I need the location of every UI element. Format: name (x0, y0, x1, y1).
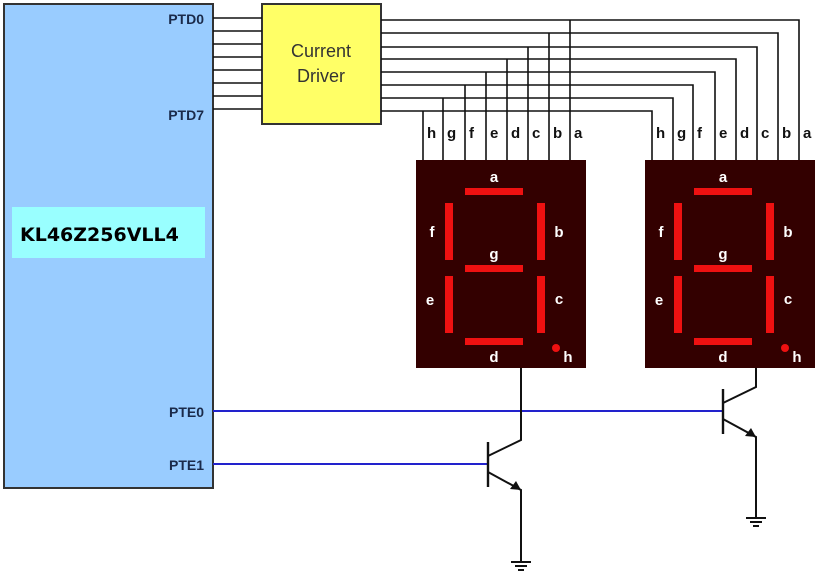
segment-h-dot (781, 344, 789, 352)
pin-pte1: PTE1 (169, 457, 204, 473)
pin-label-f: f (469, 125, 475, 142)
pin-label-d: d (511, 125, 520, 142)
segment-label-e: e (426, 292, 434, 309)
pin-label-b: b (553, 125, 562, 142)
pin-label-h: h (427, 125, 436, 142)
segment-label-g: g (489, 246, 498, 263)
segment-label-d: d (489, 349, 498, 366)
pin-label-c: c (761, 125, 769, 142)
segment-label-g: g (718, 246, 727, 263)
segment-c (766, 276, 774, 333)
pin-label-a: a (803, 125, 812, 142)
pin-ptd0: PTD0 (168, 11, 204, 27)
pin-pte0: PTE0 (169, 404, 204, 420)
current-driver-block (261, 3, 382, 125)
segment-d (465, 338, 523, 345)
transistors (486, 368, 766, 571)
segment-label-c: c (784, 291, 792, 308)
transistor-right (721, 368, 766, 527)
pin-label-e: e (490, 125, 498, 142)
driver-label-line2: Driver (297, 66, 345, 86)
pin-label-g: g (447, 125, 456, 142)
pin-label-g: g (677, 125, 686, 142)
transistor-left (486, 368, 531, 571)
segment-c (537, 276, 545, 333)
pin-label-b: b (782, 125, 791, 142)
bus-line-5 (381, 84, 694, 160)
bus-line-1 (381, 32, 779, 160)
segment-a (465, 188, 523, 195)
segment-label-a: a (719, 169, 728, 186)
collector (487, 368, 522, 457)
emitter-arrow (510, 481, 521, 490)
segment-label-b: b (783, 224, 792, 241)
bus-line-6 (381, 97, 674, 160)
mcu-name: KL46Z256VLL4 (20, 224, 179, 246)
segment-label-a: a (490, 169, 499, 186)
bus-wires (213, 17, 800, 160)
segment-label-h: h (563, 349, 572, 366)
segment-b (537, 203, 545, 260)
bus-line-3 (381, 58, 737, 160)
emitter-arrow (745, 428, 756, 437)
segment-label-e: e (655, 292, 663, 309)
collector (722, 368, 757, 404)
bus-line-7 (381, 110, 653, 160)
segment-label-c: c (555, 291, 563, 308)
mcu-label-box (12, 207, 205, 258)
driver-label-line1: Current (291, 41, 351, 61)
segment-label-f: f (659, 224, 665, 241)
pin-label-h: h (656, 125, 665, 142)
bus-line-0 (381, 19, 800, 160)
segment-label-b: b (554, 224, 563, 241)
segment-f (445, 203, 453, 260)
segment-b (766, 203, 774, 260)
pin-label-e: e (719, 125, 727, 142)
segment-label-d: d (718, 349, 727, 366)
segment-g (465, 265, 523, 272)
bus-line-2 (381, 46, 758, 160)
pin-label-a: a (574, 125, 583, 142)
segment-d (694, 338, 752, 345)
segment-h-dot (552, 344, 560, 352)
segment-label-f: f (430, 224, 436, 241)
segment-g (694, 265, 752, 272)
segment-a (694, 188, 752, 195)
pin-label-d: d (740, 125, 749, 142)
segment-e (445, 276, 453, 333)
segment-label-h: h (792, 349, 801, 366)
pin-label-f: f (697, 125, 703, 142)
pin-label-c: c (532, 125, 540, 142)
segment-f (674, 203, 682, 260)
bus-line-4 (381, 71, 716, 160)
pin-ptd7: PTD7 (168, 107, 204, 123)
segment-e (674, 276, 682, 333)
